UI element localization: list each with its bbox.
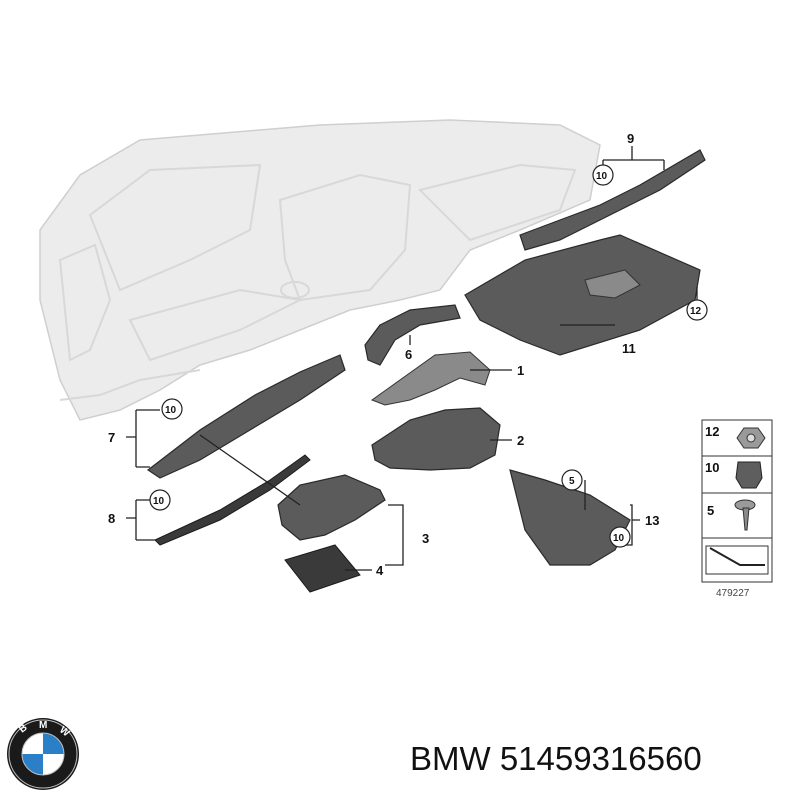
leader-lines: [126, 146, 698, 571]
callout-1: 1: [517, 363, 524, 378]
callout-4: 4: [376, 563, 384, 578]
callout-11: 11: [622, 341, 636, 356]
diagram-code: 479227: [716, 588, 750, 599]
callout-5: 5: [569, 476, 575, 487]
callout-10-d: 10: [613, 533, 625, 544]
part-2-lower-cover: [371, 407, 501, 471]
callout-10-b-circle: [161, 398, 183, 420]
angle-bracket-icon: [709, 547, 765, 566]
legend-label-5: 5: [707, 503, 714, 518]
callout-10-d-circle: [609, 526, 631, 548]
part-3-compartment: [277, 474, 386, 541]
clip-icon: [735, 461, 763, 489]
callout-3: 3: [422, 531, 429, 546]
callout-13: 13: [645, 513, 659, 528]
part-4-mat: [284, 544, 361, 593]
part-9-trim-strip: [519, 149, 706, 251]
callout-10-c-circle: [149, 489, 171, 511]
dashboard-outline: [39, 119, 601, 421]
part-11-panel: [464, 234, 701, 356]
callout-10-c: 10: [153, 496, 165, 507]
callout-5-circle: [561, 469, 583, 491]
callout-6: 6: [405, 347, 412, 362]
legend-label-10: 10: [705, 460, 719, 475]
callout-labels: 9 11 6 1 2 7 8 3 4 13 10 12 10 10 5 10: [108, 131, 708, 578]
bmw-logo: B M W: [6, 717, 80, 791]
callout-9: 9: [627, 131, 634, 146]
callout-12: 12: [690, 306, 702, 317]
part-8-lower-strip: [154, 454, 311, 546]
callout-10-b: 10: [165, 405, 177, 416]
legend-label-12: 12: [705, 424, 719, 439]
screw-icon: [734, 499, 756, 531]
callout-10-a-circle: [592, 164, 614, 186]
callout-8: 8: [108, 511, 115, 526]
part-6-bracket: [364, 304, 461, 366]
part-number-caption: BMW 51459316560: [410, 740, 702, 777]
fastener-legend: 12 10 5 479227: [701, 419, 773, 599]
part-1-upper-cover: [370, 351, 491, 406]
callout-7: 7: [108, 430, 115, 445]
svg-text:M: M: [39, 720, 47, 731]
part-7-long-trim: [146, 354, 346, 479]
callout-10-a: 10: [596, 171, 608, 182]
part-13-knee-panel: [509, 469, 631, 566]
callout-12-circle: [686, 299, 708, 321]
callout-2: 2: [517, 433, 524, 448]
